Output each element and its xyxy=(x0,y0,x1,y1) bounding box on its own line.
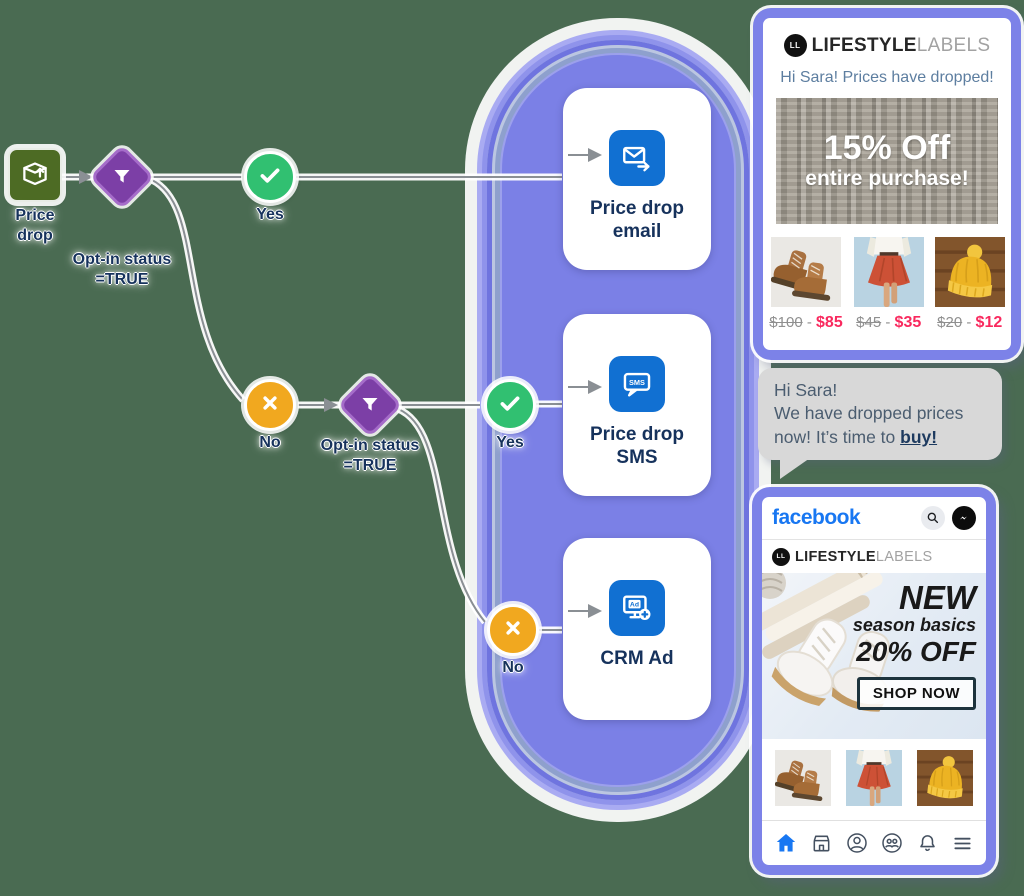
product-skirt: $45 - $35 xyxy=(853,237,924,332)
product-boots: $100 - $85 xyxy=(769,237,843,332)
boots-image xyxy=(771,237,841,307)
old-price: $20 xyxy=(937,314,963,331)
messenger-icon[interactable] xyxy=(952,506,976,530)
email-send-icon xyxy=(609,130,665,186)
marketplace-icon[interactable] xyxy=(810,832,833,855)
card-price-drop-email[interactable]: Price drop email xyxy=(563,88,711,270)
filter-icon xyxy=(344,379,396,431)
ad-headline: NEW xyxy=(899,579,976,616)
email-product-row: $100 - $85 $45 - $35 $20 - $12 xyxy=(769,237,1005,332)
yes2-label: Yes xyxy=(496,434,524,451)
brand-monogram-icon: LL xyxy=(772,547,790,566)
yes1-label: Yes xyxy=(256,206,284,223)
facebook-header: facebook xyxy=(762,497,986,540)
no-node-1[interactable] xyxy=(244,379,296,431)
no1-label: No xyxy=(259,434,281,451)
facebook-product-thumbnails xyxy=(762,739,986,815)
no2-label: No xyxy=(502,659,524,676)
check-icon xyxy=(496,389,524,422)
crm-ad-icon: Ad xyxy=(609,580,665,636)
new-price: $12 xyxy=(975,314,1003,331)
filter2-label: Opt-in status =TRUE xyxy=(320,437,420,474)
hero-subtitle: entire purchase! xyxy=(805,166,969,190)
card-crm-ad[interactable]: Ad CRM Ad xyxy=(563,538,711,720)
card-price-drop-sms[interactable]: SMS Price drop SMS xyxy=(563,314,711,496)
sms-preview-bubble: Hi Sara! We have dropped prices now! It’… xyxy=(758,368,1002,480)
yes-node-1[interactable] xyxy=(244,151,296,203)
facebook-preview: facebook LL LIFESTYLELABELS xyxy=(752,487,996,875)
notifications-icon[interactable] xyxy=(916,832,939,855)
sms-line-1: Hi Sara! xyxy=(774,380,838,400)
sms-icon: SMS xyxy=(609,356,665,412)
brand-name-light: LABELS xyxy=(916,34,991,56)
no-node-2[interactable] xyxy=(487,604,539,656)
skirt-image xyxy=(853,237,924,307)
ad-subheadline: season basics xyxy=(852,614,976,635)
old-price: $100 xyxy=(769,314,803,331)
filter-node-1[interactable] xyxy=(89,144,155,210)
svg-text:Ad: Ad xyxy=(630,602,639,609)
yes-node-2[interactable] xyxy=(484,379,536,431)
home-icon[interactable] xyxy=(774,831,798,855)
x-icon xyxy=(500,615,526,646)
beanie-thumbnail xyxy=(917,750,973,806)
old-price: $45 xyxy=(856,314,882,331)
boots-thumbnail xyxy=(775,750,831,806)
profile-icon[interactable] xyxy=(845,831,869,855)
shop-now-button[interactable]: SHOP NOW xyxy=(856,677,976,711)
card-label: Price drop email xyxy=(590,198,684,242)
filter-icon xyxy=(96,151,148,203)
email-greeting: Hi Sara! Prices have dropped! xyxy=(780,69,994,86)
ad-discount: 20% OFF xyxy=(856,636,976,668)
groups-icon[interactable] xyxy=(880,831,904,855)
sms-line-2: We have dropped prices xyxy=(774,403,964,424)
email-brand-logo: LL LIFESTYLELABELS xyxy=(776,34,998,57)
sms-line-3: now! It’s time to buy! xyxy=(774,426,938,447)
product-beanie: $20 - $12 xyxy=(934,237,1005,332)
brand-name-bold: LIFESTYLE xyxy=(811,34,917,56)
buy-link[interactable]: buy! xyxy=(900,426,938,447)
filter1-label: Opt-in status =TRUE xyxy=(72,251,172,288)
package-icon xyxy=(18,156,52,195)
new-price: $85 xyxy=(816,314,843,331)
brand-monogram-icon: LL xyxy=(783,34,807,57)
x-icon xyxy=(257,390,283,421)
facebook-bottom-nav xyxy=(762,820,986,865)
svg-text:SMS: SMS xyxy=(629,378,645,387)
beanie-image xyxy=(934,237,1005,307)
facebook-brand-row: LL LIFESTYLELABELS xyxy=(762,540,986,573)
search-icon[interactable] xyxy=(921,506,945,530)
check-icon xyxy=(256,161,284,194)
trigger-price-drop-node[interactable] xyxy=(8,148,62,202)
email-preview: LL LIFESTYLELABELS Hi Sara! Prices have … xyxy=(753,8,1021,360)
card-label: CRM Ad xyxy=(600,648,674,669)
email-hero-banner: 15% Off entire purchase! xyxy=(776,98,998,224)
facebook-ad-image: NEW season basics 20% OFF SHOP NOW xyxy=(762,573,986,739)
skirt-thumbnail xyxy=(846,750,902,806)
trigger-label: Price drop xyxy=(15,207,55,244)
new-price: $35 xyxy=(894,314,922,331)
facebook-wordmark: facebook xyxy=(772,506,861,529)
filter-node-2[interactable] xyxy=(337,372,403,438)
card-label: Price drop SMS xyxy=(590,424,684,468)
hero-title: 15% Off xyxy=(823,129,951,168)
menu-icon[interactable] xyxy=(951,832,974,855)
